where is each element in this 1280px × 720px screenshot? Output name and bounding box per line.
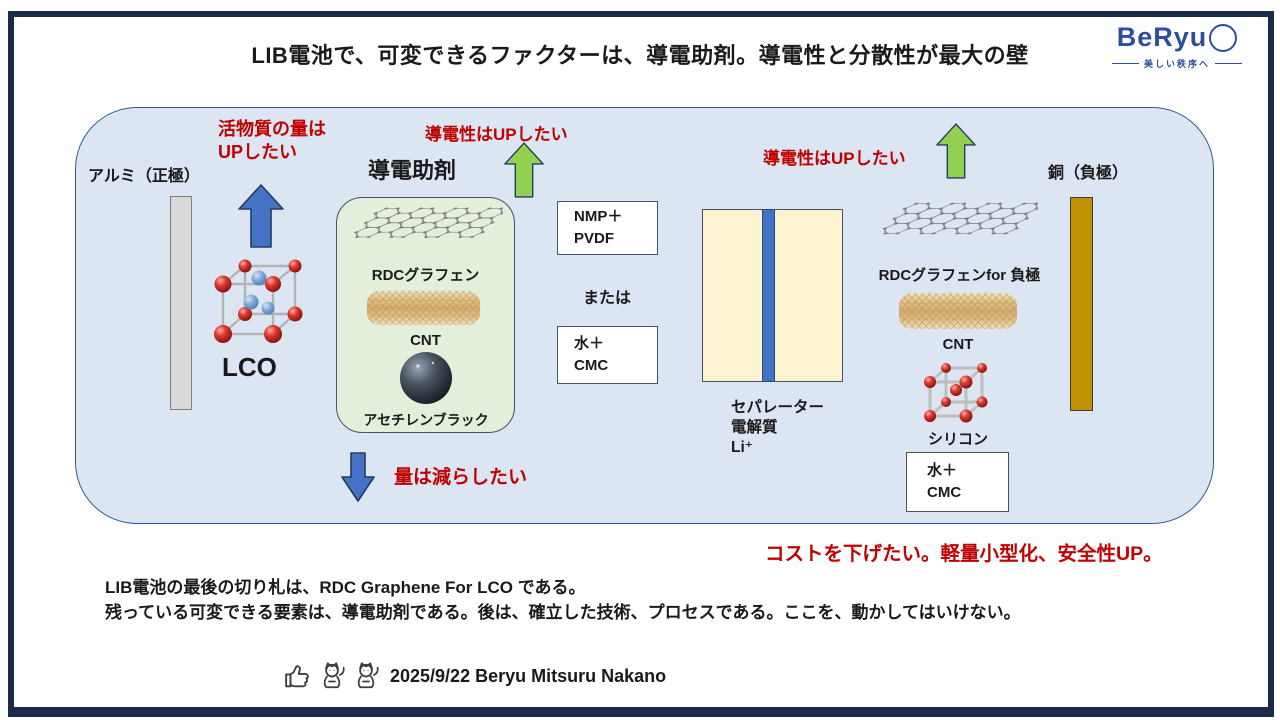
binder-water-left-line1: 水＋ (574, 335, 605, 353)
slide-frame (8, 11, 1274, 717)
thumbs-up-icon (285, 665, 309, 688)
battery-panel (75, 107, 1214, 524)
copper-electrode-label: 銅（負極） (1048, 165, 1129, 182)
cnt-icon (366, 290, 481, 326)
binder-nmp-line1: NMP＋ (574, 208, 623, 226)
separator-label-line1: セパレーター (731, 399, 825, 416)
separator-label: セパレーター 電解質 Li⁺ (731, 398, 824, 458)
binder-nmp-line2: PVDF (574, 230, 615, 247)
graphene-icon (348, 200, 503, 254)
graphene-anode-icon (876, 194, 1038, 252)
conductivity-goal-right: 導電性はUPしたい (763, 149, 906, 168)
active-material-goal-text: 活物質の量は UPしたい (218, 118, 326, 165)
separator-label-line2: 電解質 (731, 419, 778, 437)
reduce-amount-goal: 量は減らしたい (394, 467, 528, 488)
tagline-dash-left (1112, 63, 1139, 64)
copper-foil-bar (1070, 197, 1093, 411)
binder-water-left-line2: CMC (574, 357, 609, 374)
summary-line2: 残っている可変できる要素は、導電助剤である。後は、確立した技術、プロセスである。… (105, 602, 1021, 622)
binder-water-right-line1: 水＋ (927, 462, 958, 480)
maneki-neko-icon (357, 662, 379, 689)
brand-logo: BeRyu 美しい秩序へ (1112, 22, 1243, 70)
logo-circle-icon (1209, 23, 1238, 52)
acetylene-black-icon (400, 352, 452, 404)
tagline-dash-right (1215, 63, 1243, 64)
aluminum-electrode-label: アルミ（正極） (88, 168, 200, 185)
binder-nmp-box: NMP＋ PVDF (557, 201, 658, 255)
summary-text: LIB電池の最後の切り札は、RDC Graphene For LCO である。 … (105, 576, 1021, 625)
up-arrow-green-right-icon (936, 123, 976, 179)
cnt-label: CNT (410, 332, 441, 349)
active-material-goal-line1: 活物質の量は (218, 119, 326, 139)
separator-stripe (762, 209, 775, 382)
logo-brand-text: BeRyu (1116, 22, 1208, 52)
cnt-anode-icon (898, 292, 1018, 330)
up-arrow-blue-icon (238, 184, 284, 248)
conductivity-goal-left: 導電性はUPしたい (425, 125, 568, 144)
acetylene-black-label: アセチレンブラック (363, 412, 489, 428)
rdc-graphene-label: RDCグラフェン (371, 267, 480, 284)
logo-tagline-text: 美しい秩序へ (1144, 59, 1211, 69)
summary-line1: LIB電池の最後の切り札は、RDC Graphene For LCO である。 (105, 578, 586, 597)
binder-water-box-right: 水＋ CMC (906, 452, 1009, 512)
up-arrow-green-left-icon (504, 142, 544, 198)
down-arrow-blue-icon (341, 452, 375, 502)
lco-crystal-icon (212, 258, 304, 345)
page-title: LIB電池で、可変できるファクターは、導電助剤。導電性と分散性が最大の壁 (251, 43, 1029, 68)
binder-water-box-left: 水＋ CMC (557, 326, 658, 384)
conductive-additive-title: 導電助剤 (368, 158, 457, 183)
lco-label: LCO (222, 352, 277, 382)
or-label: または (583, 290, 632, 307)
aluminum-foil-bar (170, 196, 192, 410)
cost-goal-text: コストを下げたい。軽量小型化、安全性UP。 (765, 543, 1163, 565)
separator-label-line3: Li⁺ (731, 439, 753, 457)
active-material-goal-line2: UPしたい (218, 142, 298, 163)
footer-credit: 2025/9/22 Beryu Mitsuru Nakano (390, 666, 667, 686)
cnt-anode-label: CNT (942, 336, 974, 353)
silicon-crystal-icon (922, 361, 989, 424)
logo-tagline: 美しい秩序へ (1112, 57, 1243, 70)
binder-water-right-line2: CMC (927, 484, 962, 501)
footer-icons (283, 660, 381, 690)
silicon-label: シリコン (927, 431, 988, 448)
maneki-neko-icon (323, 662, 345, 689)
rdc-graphene-anode-label: RDCグラフェンfor 負極 (878, 267, 1041, 284)
